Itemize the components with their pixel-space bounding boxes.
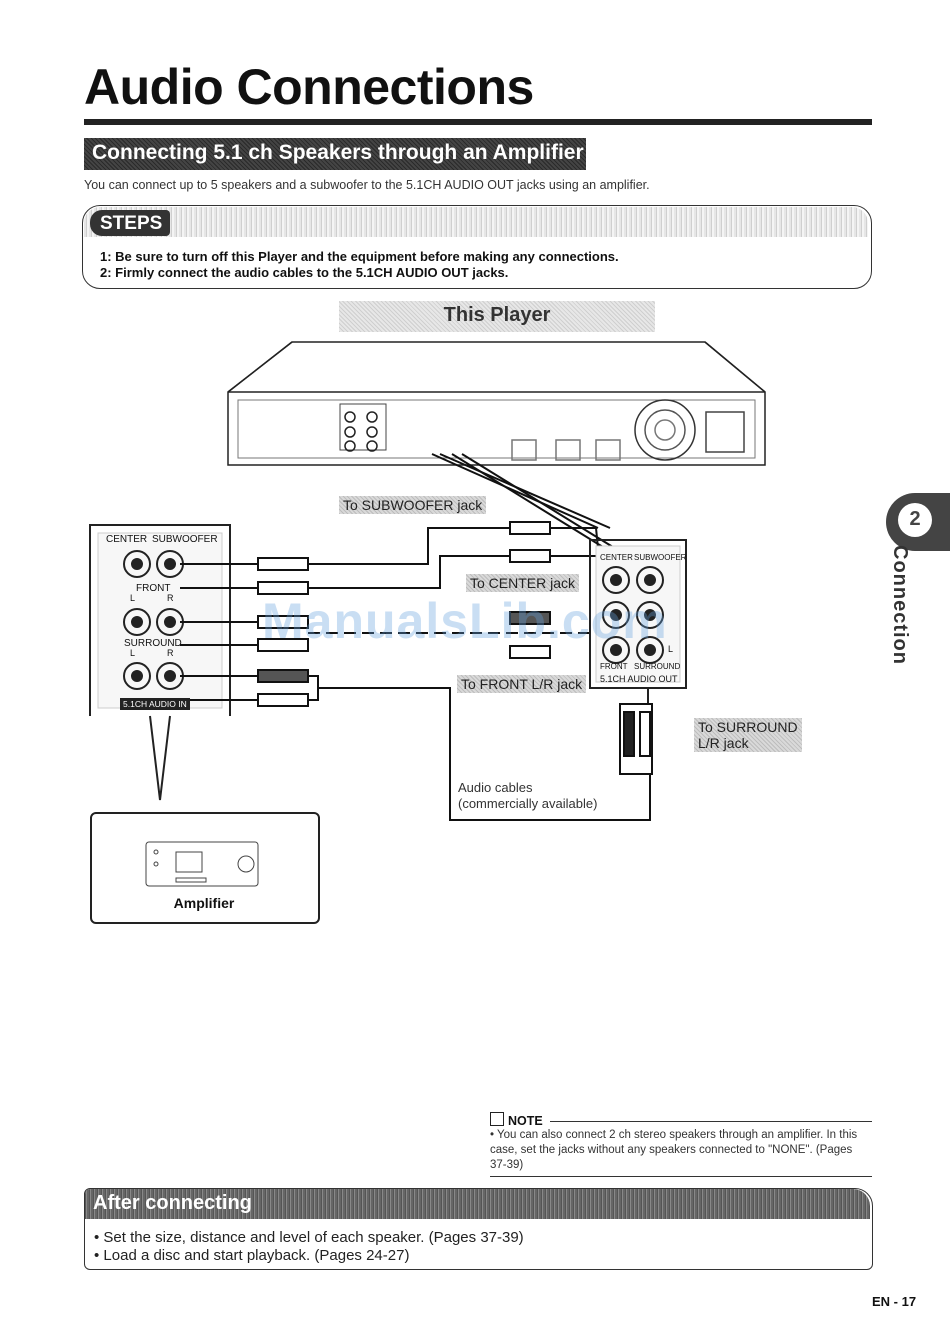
amp-input-badge: 5.1CH AUDIO IN [120, 698, 190, 710]
note-body: You can also connect 2 ch stereo speaker… [490, 1129, 858, 1171]
amp-front-r: R [167, 593, 174, 603]
to-surround-label: To SURROUND L/R jack [694, 718, 802, 752]
note-bullet: • [490, 1129, 498, 1141]
player-label: This Player [339, 301, 655, 332]
player-jack-panel [589, 539, 687, 710]
page-number: EN - 17 [872, 1294, 917, 1309]
amp-front-l: L [130, 593, 136, 603]
player-surround-label: SURROUND [634, 662, 681, 671]
step-2: 2: Firmly connect the audio cables to th… [100, 265, 509, 280]
to-center-label: To CENTER jack [466, 574, 580, 592]
steps-label-text: STEPS [100, 213, 163, 234]
note-icon [490, 1112, 504, 1126]
player-subwoofer-label: SUBWOOFER [634, 553, 687, 562]
amp-front-label: FRONT [136, 583, 171, 594]
watermark: ManualsLib.com [262, 593, 668, 649]
amp-surround-label: SURROUND [124, 638, 182, 649]
steps-band [84, 207, 868, 237]
chapter-number: 2 [909, 508, 921, 530]
after-connecting-title: After connecting [93, 1192, 252, 1214]
chapter-label: Connection [889, 545, 911, 665]
after-item-1-text: Set the size, distance and level of each… [103, 1229, 524, 1246]
note-heading: NOTE [490, 1112, 543, 1128]
amp-subwoofer-label: SUBWOOFER [152, 534, 218, 545]
note-end-rule [490, 1176, 872, 1177]
page-title: Audio Connections [84, 59, 534, 115]
after-connecting-box [84, 1188, 873, 1270]
after-item-1: • Set the size, distance and level of ea… [94, 1229, 524, 1246]
note-text: • You can also connect 2 ch stereo speak… [490, 1128, 870, 1173]
cables-label-line-2: (commercially available) [458, 796, 598, 811]
player-center-label: CENTER [600, 553, 633, 562]
title-rule [84, 119, 872, 125]
to-subwoofer-label: To SUBWOOFER jack [339, 496, 487, 514]
step-1: 1: Be sure to turn off this Player and t… [100, 249, 619, 264]
player-out-label: 5.1CH AUDIO OUT [600, 674, 678, 684]
steps-label: STEPS [90, 210, 170, 236]
note-heading-text: NOTE [508, 1114, 543, 1128]
cables-label-line-1: Audio cables [458, 780, 533, 795]
player-rear-panel [227, 341, 766, 466]
intro-text: You can connect up to 5 speakers and a s… [84, 178, 650, 192]
section-header: Connecting 5.1 ch Speakers through an Am… [84, 138, 586, 170]
chapter-number-badge: 2 [898, 503, 932, 537]
steps-box [82, 205, 872, 289]
amp-center-label: CENTER [106, 534, 148, 545]
to-front-label: To FRONT L/R jack [457, 675, 587, 693]
player-front-label: FRONT [600, 662, 628, 671]
player-label-text: This Player [443, 304, 551, 326]
after-connecting-header: After connecting [85, 1189, 870, 1219]
player-l-label: L [668, 644, 674, 654]
after-item-2-text: Load a disc and start playback. (Pages 2… [103, 1247, 410, 1264]
amplifier-label: Amplifier [173, 895, 235, 911]
amp-surround-l: L [130, 648, 136, 658]
amplifier-icon [145, 841, 259, 887]
after-item-2: • Load a disc and start playback. (Pages… [94, 1247, 410, 1264]
amp-surround-r: R [167, 648, 174, 658]
amp-jack-panel [89, 524, 231, 801]
amplifier-box [90, 812, 320, 924]
cables-label: Audio cables (commercially available) [458, 780, 597, 812]
section-title: Connecting 5.1 ch Speakers through an Am… [92, 141, 584, 164]
note-divider [550, 1121, 872, 1122]
